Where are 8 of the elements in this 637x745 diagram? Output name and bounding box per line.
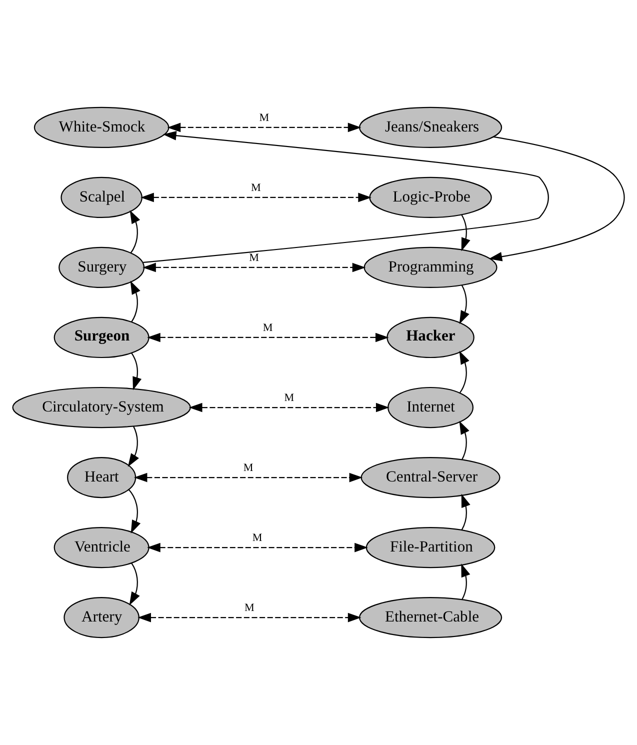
- edge-label: M: [249, 252, 260, 264]
- edge-label: M: [262, 322, 273, 334]
- edge-label: M: [252, 532, 262, 544]
- edge-label: M: [259, 112, 270, 124]
- edge-label: M: [243, 462, 254, 474]
- edge-label: M: [250, 182, 261, 194]
- edge-label: M: [284, 392, 294, 404]
- edge-label: M: [244, 602, 254, 614]
